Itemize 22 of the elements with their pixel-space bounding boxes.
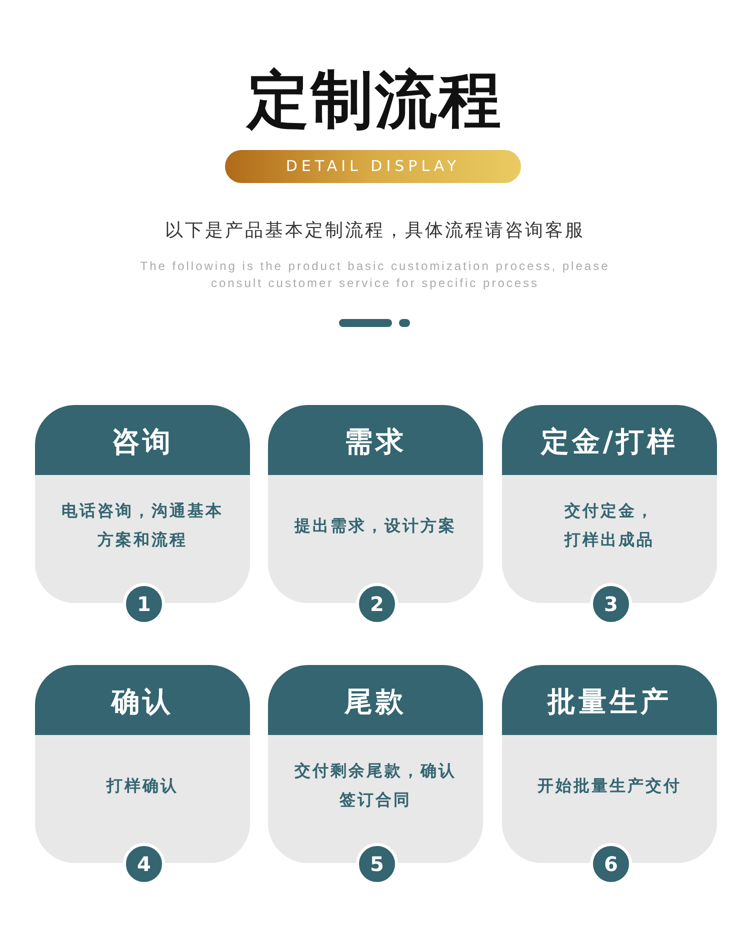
subtitle-text: 以下是产品基本定制流程，具体流程请咨询客服 — [165, 219, 585, 242]
step-number: 3 — [590, 583, 632, 625]
step-description: 电话咨询，沟通基本方案和流程 — [60, 500, 224, 551]
step-title: 批量生产 — [546, 684, 672, 720]
step-number: 6 — [590, 843, 632, 885]
step-description: 打样确认 — [106, 774, 178, 796]
step-title: 尾款 — [343, 684, 408, 720]
step-number: 1 — [123, 583, 165, 625]
subtitle-badge: DETAIL DISPLAY — [225, 150, 521, 183]
step-title: 定金/打样 — [540, 424, 680, 460]
step-description: 交付剩余尾款，确认签订合同 — [294, 760, 458, 811]
step-title: 需求 — [344, 424, 408, 460]
step-description: 交付定金，打样出成品 — [563, 500, 656, 551]
step-title: 确认 — [110, 684, 174, 720]
step-title: 咨询 — [110, 424, 174, 460]
step-description: 开始批量生产交付 — [538, 774, 682, 796]
step-description: 提出需求，设计方案 — [294, 514, 456, 536]
step-number: 5 — [356, 843, 398, 885]
step-number: 4 — [123, 843, 165, 885]
page-title: 定制流程 — [247, 62, 503, 138]
step-number: 2 — [356, 583, 398, 625]
subtitle-english: The following is the product basic customization process, please consult customer service for specific process — [139, 258, 611, 292]
